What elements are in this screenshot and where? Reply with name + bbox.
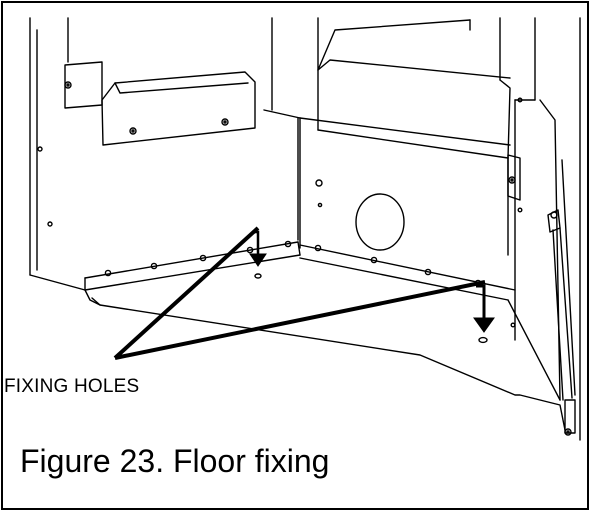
- back-wall: [299, 117, 509, 256]
- cable-entry-hole: [355, 193, 405, 251]
- hinge-bracket-left: [64, 61, 103, 109]
- arrow-down-icon: [249, 253, 267, 267]
- fixing-holes-label: FIXING HOLES: [4, 376, 140, 397]
- fixing-hole: [254, 273, 262, 279]
- floor-flange: [84, 240, 566, 431]
- screw-hole: [47, 221, 53, 227]
- inner-plate: [101, 71, 256, 146]
- arrow-down-icon: [473, 317, 495, 333]
- fixing-holes-callout: [113, 226, 495, 360]
- figure-caption: Figure 23. Floor fixing: [20, 443, 330, 479]
- left-side-panel: [29, 17, 301, 291]
- top-housing: [299, 17, 511, 159]
- right-side-panel: [507, 17, 581, 441]
- screw-hole: [37, 146, 43, 152]
- fixing-hole: [478, 336, 488, 344]
